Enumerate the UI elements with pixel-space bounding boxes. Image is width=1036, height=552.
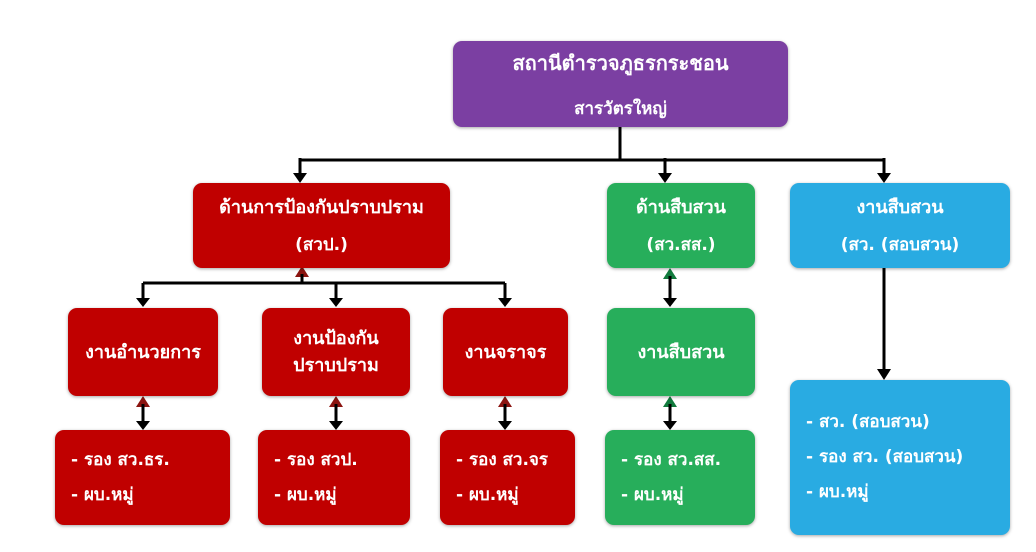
staff-line: - สว. (สอบสวน): [806, 412, 930, 433]
staff-line: - ผบ.หมู่: [274, 484, 337, 505]
staff-line: - ผบ.หมู่: [621, 484, 684, 505]
suppression-staff-box: - รอง สวป. - ผบ.หมู่: [258, 430, 410, 525]
investigation-unit-box: งานสืบสวน: [607, 308, 755, 396]
suppression-unit-box: งานป้องกัน ปราบปราม: [262, 308, 410, 396]
root-title: สถานีตำรวจภูธรกระชอน: [512, 50, 729, 75]
up-arrowhead: [329, 396, 343, 407]
down-arrowhead: [498, 421, 512, 430]
investigation-branch-title: ด้านสืบสวน: [636, 196, 726, 218]
staff-line: - รอง สว. (สอบสวน): [806, 447, 964, 468]
down-arrowhead: [877, 173, 891, 183]
inquiry-sub-connector: [877, 268, 891, 380]
admin-staff-box: - รอง สว.ธร. - ผบ.หมู่: [55, 430, 230, 525]
inquiry-branch-title: งานสืบสวน: [856, 196, 944, 218]
suppression-unit-line1: งานป้องกัน: [293, 328, 379, 349]
staff-line: - รอง สว.จร: [456, 449, 549, 470]
investigation-branch-box: ด้านสืบสวน (สว.สส.): [607, 183, 755, 268]
down-arrowhead: [329, 421, 343, 430]
prevention-sub-connector: [136, 266, 512, 307]
down-arrowhead: [136, 421, 150, 430]
traffic-unit-title: งานจราจร: [464, 341, 547, 363]
staff-line: - ผบ.หมู่: [806, 481, 869, 502]
staff-line: - รอง สว.ธร.: [71, 449, 170, 470]
traffic-unit-box: งานจราจร: [443, 308, 568, 396]
traffic-staff-box: - รอง สว.จร - ผบ.หมู่: [440, 430, 575, 525]
inquiry-staff-box: - สว. (สอบสวน) - รอง สว. (สอบสวน) - ผบ.ห…: [790, 380, 1010, 535]
down-arrowhead: [136, 298, 150, 307]
staff-line: - ผบ.หมู่: [71, 484, 134, 505]
up-arrowhead: [498, 396, 512, 407]
suppression-unit-line2: ปราบปราม: [293, 355, 379, 376]
suppression-staff-connector: [329, 396, 343, 430]
down-arrowhead: [663, 298, 677, 307]
root-subtitle: สารวัตรใหญ่: [574, 98, 667, 119]
prevention-branch-abbr: (สวป.): [295, 234, 348, 255]
investigation-staff-box: - รอง สว.สส. - ผบ.หมู่: [605, 430, 755, 525]
investigation-unit-title: งานสืบสวน: [637, 341, 725, 363]
traffic-staff-connector: [498, 396, 512, 430]
prevention-branch-title: ด้านการป้องกันปราบปราม: [219, 196, 424, 218]
root-branch-connector: [293, 127, 891, 183]
up-arrowhead: [663, 396, 677, 407]
down-arrowhead: [293, 173, 307, 183]
inquiry-branch-box: งานสืบสวน (สว. (สอบสวน): [790, 183, 1010, 268]
down-arrowhead: [329, 298, 343, 307]
up-arrowhead: [136, 396, 150, 407]
root-box: สถานีตำรวจภูธรกระชอน สารวัตรใหญ่: [453, 41, 788, 127]
down-arrowhead: [877, 369, 891, 380]
investigation-sub-connector: [663, 268, 677, 307]
up-arrowhead: [663, 268, 677, 279]
admin-unit-title: งานอำนวยการ: [85, 341, 201, 363]
down-arrowhead: [663, 421, 677, 430]
admin-unit-box: งานอำนวยการ: [68, 308, 218, 396]
inquiry-branch-abbr: (สว. (สอบสวน): [840, 234, 960, 255]
staff-line: - รอง สว.สส.: [621, 449, 722, 470]
staff-line: - ผบ.หมู่: [456, 484, 519, 505]
investigation-branch-abbr: (สว.สส.): [646, 234, 716, 255]
staff-line: - รอง สวป.: [274, 449, 358, 470]
admin-staff-connector: [136, 396, 150, 430]
prevention-branch-box: ด้านการป้องกันปราบปราม (สวป.): [193, 183, 450, 268]
investigation-staff-connector: [663, 396, 677, 430]
down-arrowhead: [498, 298, 512, 307]
down-arrowhead: [658, 173, 672, 183]
